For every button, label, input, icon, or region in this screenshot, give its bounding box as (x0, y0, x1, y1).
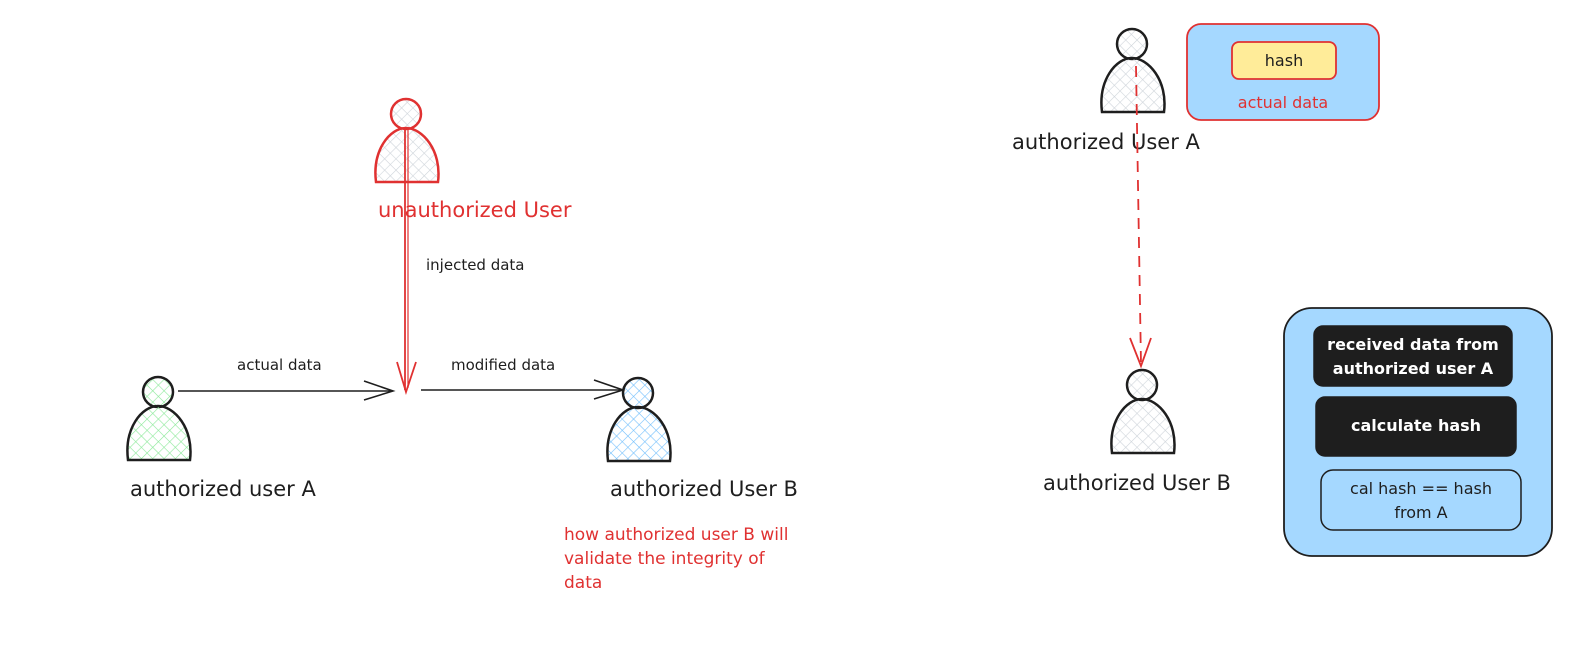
data-packet-box: hash actual data (1186, 23, 1380, 121)
modified-data-label: modified data (451, 356, 555, 374)
injected-data-label: injected data (426, 256, 525, 274)
integrity-question: how authorized user B will validate the … (564, 525, 788, 593)
step1-line-2: authorized user A (1333, 359, 1494, 378)
user-a-label: authorized user A (130, 477, 316, 501)
injected-data-arrow (396, 128, 417, 395)
step-calculate-hash (1315, 396, 1517, 457)
step3-line-2: from A (1394, 503, 1447, 522)
hash-label: hash (1265, 51, 1303, 70)
user-b-person-icon (606, 376, 672, 463)
transfer-dashed-arrow (1129, 65, 1152, 369)
actual-data-arrow (178, 380, 396, 401)
right-user-a-label: authorized User A (1012, 130, 1201, 154)
hash-chip (1231, 41, 1337, 80)
right-user-b-person-icon (1110, 368, 1176, 455)
verification-panel: received data from authorized user A cal… (1283, 307, 1553, 557)
step3-line-1: cal hash == hash (1350, 479, 1492, 498)
step-received-data (1313, 325, 1513, 387)
step-compare-hash (1320, 469, 1522, 531)
question-line-3: data (564, 573, 602, 593)
user-a-person-icon (126, 375, 192, 462)
step2-label: calculate hash (1351, 416, 1481, 435)
actual-data-box-label: actual data (1238, 93, 1328, 112)
question-line-2: validate the integrity of (564, 549, 766, 569)
question-line-1: how authorized user B will (564, 525, 788, 545)
step1-line-1: received data from (1327, 335, 1499, 354)
right-user-b-label: authorized User B (1043, 471, 1231, 495)
actual-data-label: actual data (237, 356, 322, 374)
right-user-a-person-icon (1100, 27, 1166, 114)
unauthorized-user-person-icon (374, 97, 440, 184)
modified-data-arrow (421, 379, 626, 400)
unauthorized-user-label: unauthorized User (378, 198, 572, 222)
user-b-label: authorized User B (610, 477, 798, 501)
